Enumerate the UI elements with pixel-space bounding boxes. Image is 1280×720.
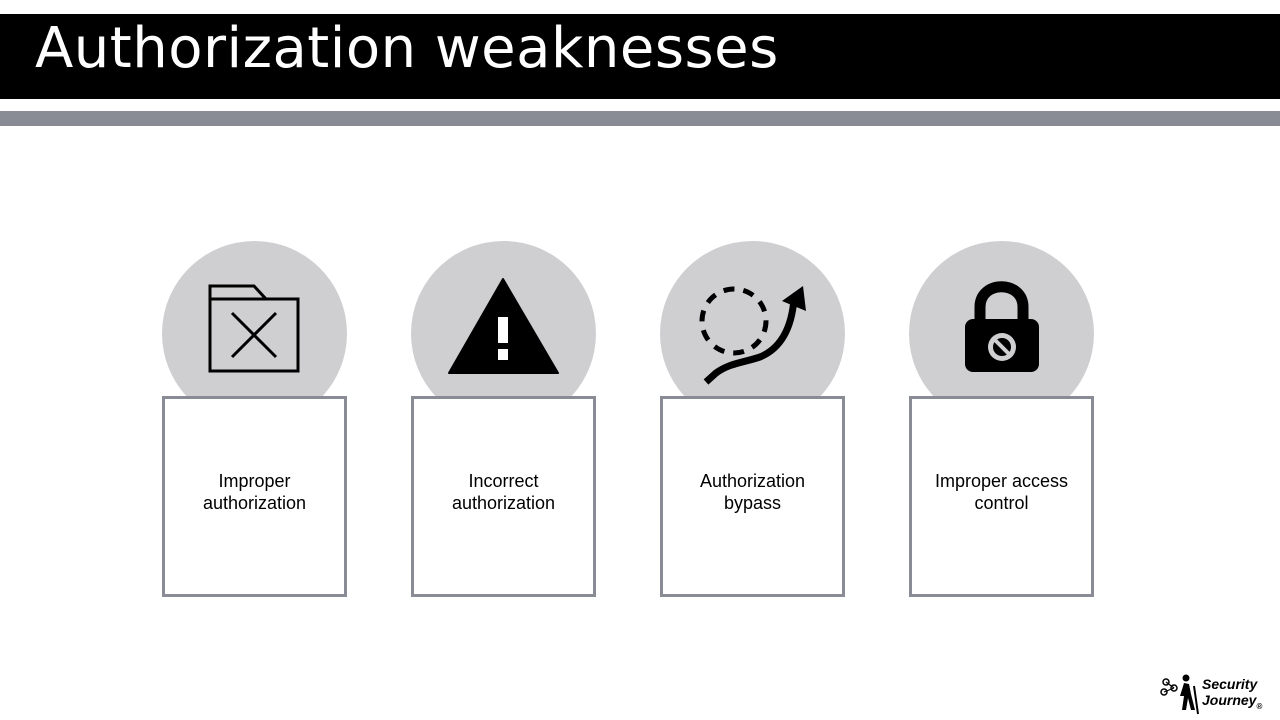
logo-wordmark: Security Journey®: [1202, 676, 1262, 715]
icon-circle: [909, 241, 1094, 426]
card-label: Authorization bypass: [699, 470, 806, 513]
card-improper-authorization: Improper authorization: [162, 241, 348, 597]
icon-circle: [411, 241, 596, 426]
label-box: Improper authorization: [162, 396, 347, 597]
logo-line1: Security: [1202, 676, 1258, 692]
warning-triangle-icon: [448, 278, 559, 374]
card-improper-access-control: Improper access control: [909, 241, 1095, 597]
folder-x-icon: [208, 284, 300, 373]
card-label: Incorrect authorization: [451, 470, 556, 513]
title-bar: [0, 14, 1280, 99]
title-divider: [0, 111, 1280, 126]
icon-circle: [162, 241, 347, 426]
slide-title: Authorization weaknesses: [35, 16, 779, 81]
card-label: Improper authorization: [202, 470, 307, 513]
bypass-arrow-icon: [699, 286, 806, 385]
logo-line2: Journey: [1202, 692, 1257, 708]
icon-circle: [660, 241, 845, 426]
logo-registered-mark: ®: [1256, 702, 1263, 711]
card-authorization-bypass: Authorization bypass: [660, 241, 846, 597]
security-journey-logo: Security Journey®: [1160, 672, 1270, 716]
label-box: Improper access control: [909, 396, 1094, 597]
card-label: Improper access control: [934, 470, 1069, 513]
label-box: Authorization bypass: [660, 396, 845, 597]
card-incorrect-authorization: Incorrect authorization: [411, 241, 597, 597]
lock-blocked-icon: [965, 281, 1039, 372]
hiker-logo-icon: [1160, 674, 1199, 715]
label-box: Incorrect authorization: [411, 396, 596, 597]
